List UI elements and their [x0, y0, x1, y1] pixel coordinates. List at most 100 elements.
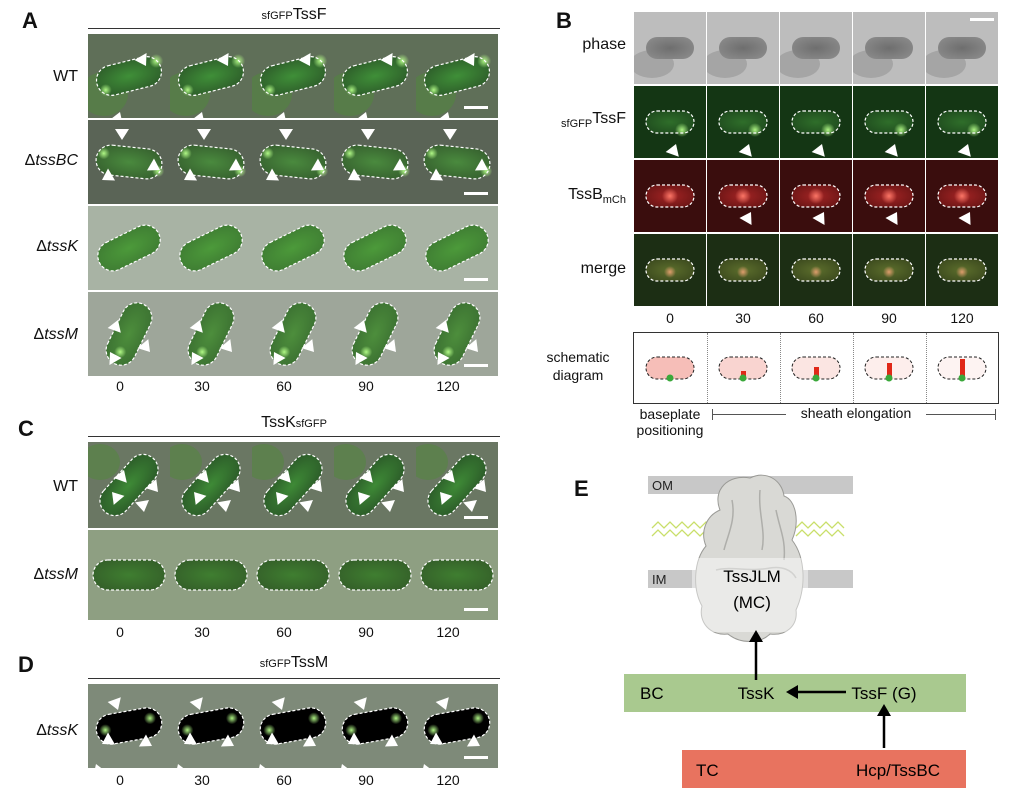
panel-letter-c: C — [18, 416, 34, 441]
panel-b-mch-t3 — [853, 160, 925, 232]
panel-a-tssbc-t2 — [252, 120, 334, 204]
panel-a-tssbc-t1 — [170, 120, 252, 204]
panel-a-tssk-t0 — [88, 206, 170, 290]
panel-d-title-main: TssM — [290, 654, 329, 671]
im-label: IM — [652, 572, 666, 587]
tssf-label: TssF (G) — [851, 684, 916, 703]
tail-complex-bar — [682, 750, 966, 788]
panel-c-tssm-t3 — [334, 530, 416, 620]
panel-d-title-rule — [88, 678, 500, 679]
panel-a-time-120: 120 — [436, 378, 460, 394]
panel-b-sheath-tick-left — [712, 409, 713, 420]
panel-a-time-0: 0 — [116, 378, 124, 394]
panel-b-gfp-t4 — [926, 86, 998, 158]
panel-b-row-label-gfp: sfGFPTssF — [561, 110, 626, 130]
panel-b-gfp-t0 — [634, 86, 706, 158]
panel-a-title: sfGFPTssF — [88, 6, 500, 24]
panel-b-schematic-divider-2 — [780, 333, 781, 403]
panel-a-time-90: 90 — [358, 378, 374, 394]
panel-b-phase-t0 — [634, 12, 706, 84]
bc-label: BC — [640, 684, 664, 703]
panel-b-phase-t1 — [707, 12, 779, 84]
panel-a-title-main: TssF — [292, 6, 327, 23]
panel-a-tssm-t1 — [170, 292, 252, 376]
panel-a-tssk-t4 — [416, 206, 498, 290]
panel-a-row-label-tssm: ΔtssM — [33, 326, 78, 343]
panel-a-row-label-tssbc: ΔtssBC — [24, 152, 78, 169]
panel-d-row-label-tssk: ΔtssK — [36, 722, 78, 739]
panel-a-tssk-t1 — [170, 206, 252, 290]
panel-a-title-sub: sfGFP — [261, 10, 293, 22]
panel-c-time-0: 0 — [116, 624, 124, 640]
panel-c-time-120: 120 — [436, 624, 460, 640]
panel-a-wt-t4 — [416, 34, 498, 118]
panel-b-row-label-phase: phase — [582, 36, 626, 53]
panel-d-time-120: 120 — [436, 772, 460, 788]
panel-b-schematic-divider-4 — [926, 333, 927, 403]
panel-a-tssbc-t0 — [88, 120, 170, 204]
panel-d-time-90: 90 — [358, 772, 374, 788]
panel-b-merge-t2 — [780, 234, 852, 306]
panel-c-wt-t0 — [88, 442, 170, 528]
panel-d-title-sub: sfGFP — [259, 658, 291, 670]
panel-a-row-label-tssk: ΔtssK — [36, 238, 78, 255]
panel-c-tssm-t2 — [252, 530, 334, 620]
panel-c-wt-t3 — [334, 442, 416, 528]
panel-b-merge-t0 — [634, 234, 706, 306]
panel-b-phase-t4 — [926, 12, 998, 84]
panel-b-row-label-merge: merge — [580, 260, 626, 277]
panel-b-row-label-mch: TssBmCh — [568, 186, 626, 206]
panel-c-time-30: 30 — [194, 624, 210, 640]
panel-d-tssk-t1 — [170, 684, 252, 768]
panel-letter-b: B — [556, 8, 572, 33]
panel-c-row-label-wt: WT — [53, 478, 78, 495]
panel-a-tssm-t3 — [334, 292, 416, 376]
panel-b-schematic-cell-t3 — [853, 333, 925, 403]
panel-d-time-30: 30 — [194, 772, 210, 788]
panel-c-title: TssKsfGFP — [88, 414, 500, 432]
panel-e-diagram: TssJLM (MC) OM IM BC TssK TssF (G) TC Hc… — [624, 474, 966, 788]
panel-b-merge-t4 — [926, 234, 998, 306]
panel-c-tssm-t4 — [416, 530, 498, 620]
panel-c-title-main: TssK — [261, 414, 296, 431]
panel-c-tssm-t1 — [170, 530, 252, 620]
panel-d-title: sfGFPTssM — [88, 654, 500, 672]
panel-d-tssk-t3 — [334, 684, 416, 768]
panel-c-wt-t2 — [252, 442, 334, 528]
panel-d-time-0: 0 — [116, 772, 124, 788]
membrane-complex-structure — [692, 474, 808, 642]
panel-c-wt-t4 — [416, 442, 498, 528]
panel-b-gfp-t2 — [780, 86, 852, 158]
panel-c-title-sub: sfGFP — [295, 418, 327, 430]
panel-b-merge-t3 — [853, 234, 925, 306]
membrane-complex-label-1: TssJLM — [723, 567, 781, 586]
panel-b-schematic-cell-t1 — [707, 333, 779, 403]
panel-b-time-60: 60 — [808, 310, 824, 326]
panel-a-title-rule — [88, 28, 500, 29]
panel-c-time-60: 60 — [276, 624, 292, 640]
hcp-label: Hcp/TssBC — [856, 761, 940, 780]
panel-b-phase-t2 — [780, 12, 852, 84]
panel-letter-e: E — [574, 476, 589, 501]
panel-b-scale-bar — [970, 18, 994, 21]
panel-b-schematic-cell-t4 — [926, 333, 998, 403]
panel-a-tssbc-t4 — [416, 120, 498, 204]
panel-letter-a: A — [22, 8, 38, 33]
panel-b-schematic-divider-1 — [707, 333, 708, 403]
panel-d-tssk-t0 — [88, 684, 170, 768]
panel-c-time-90: 90 — [358, 624, 374, 640]
panel-b-mch-t2 — [780, 160, 852, 232]
panel-d-tssk-t4 — [416, 684, 498, 768]
membrane-complex-label-2: (MC) — [733, 593, 771, 612]
tssk-label: TssK — [738, 684, 776, 703]
panel-a-wt-t2 — [252, 34, 334, 118]
panel-c-row-label-tssm: ΔtssM — [33, 566, 78, 583]
panel-b-merge-t1 — [707, 234, 779, 306]
interaction-arrows — [749, 630, 891, 748]
panel-a-row-label-wt: WT — [53, 68, 78, 85]
panel-a-tssm-t2 — [252, 292, 334, 376]
panel-b-schematic-divider-3 — [853, 333, 854, 403]
panel-a-wt-t3 — [334, 34, 416, 118]
panel-b-mch-t4 — [926, 160, 998, 232]
peptidoglycan-right — [795, 521, 845, 537]
